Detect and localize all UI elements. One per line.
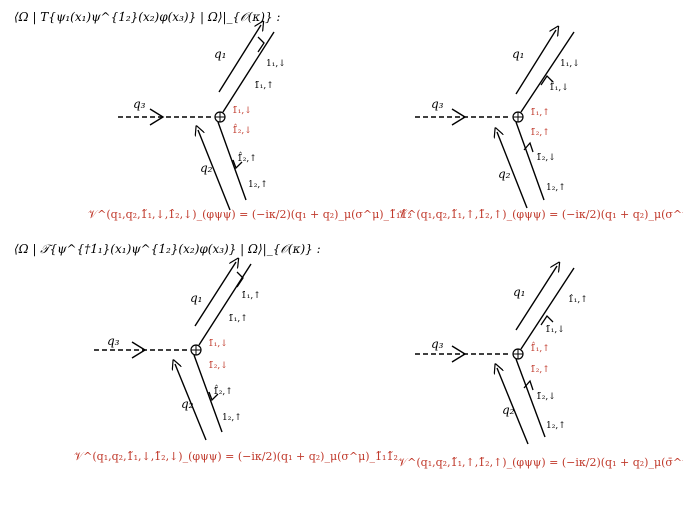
index-bot-a: 1̃̂₂,↑ (237, 151, 257, 164)
index-bot-b: 1₂,↑ (546, 421, 566, 431)
vertex-formula: 𝒱^(q₁,q₂,1̃₁,↓,1̃₂,↓)_(φψψ) = (−iκ/2)(q₁… (74, 450, 398, 463)
label-q3: q₃ (431, 337, 444, 351)
index-mid-b: 1̃̂₂,↓ (232, 123, 252, 136)
momentum-arrow-q2 (198, 130, 231, 211)
header-bottom: ⟨Ω | 𝒯{ψ^{†1̇₁}(x₁)ψ^{1̇₂}(x₂)φ(x₃)} | Ω… (14, 242, 321, 256)
index-bot-b: 1₂,↑ (222, 413, 242, 423)
index-mid-b: 1̃₂,↓ (208, 360, 228, 371)
index-bot-a: 1̃₂,↓ (536, 152, 556, 163)
index-mid-a: 1̃₁,↓ (232, 105, 252, 116)
index-bot-b: 1₂,↑ (546, 183, 566, 193)
vertex-formula: 𝒱^(q₁,q₂,1̃₁,↑,1̃₂,↑)_(φψψ) = (−iκ/2)(q₁… (398, 456, 683, 469)
label-q3: q₃ (107, 334, 120, 348)
label-q3: q₃ (431, 97, 444, 111)
index-top-a: 1₁,↓ (560, 59, 580, 69)
index-mid-a: 1̃̂₁,↑ (530, 341, 550, 354)
index-mid-a: 1̃₁,↓ (208, 338, 228, 349)
fermion-line-bottom (515, 121, 545, 201)
index-top-a: 1̇₁,↑ (241, 291, 261, 301)
vertex-formula: 𝒱^(q₁,q₂,1̃₁,↑,1̃₂,↑)_(φψψ) = (−iκ/2)(q₁… (398, 208, 683, 221)
scalar-arrow-icon (149, 108, 165, 126)
fermion-line-top (198, 263, 252, 346)
fermion-line-bottom (217, 121, 247, 201)
fermion-line-top (520, 267, 575, 350)
index-top-b: 1̃̂₁,↓ (549, 80, 569, 93)
index-top-a: 1̂₁,↑ (568, 294, 588, 305)
label-q1: q₁ (512, 47, 525, 61)
label-q1: q₁ (214, 47, 227, 61)
scalar-arrow-icon (131, 341, 147, 359)
index-bot-b: 1₂,↑ (248, 180, 268, 190)
fermion-line-top (222, 31, 275, 113)
label-q1: q₁ (513, 285, 526, 299)
index-bot-a: 1̃̂₂,↑ (213, 384, 233, 397)
vertex-formula: 𝒱^(q₁,q₂,1̃₁,↓,1̂₂,↓)_(φψψ) = (−iκ/2)(q₁… (88, 208, 412, 221)
label-q3: q₃ (133, 97, 146, 111)
momentum-arrow-q2 (497, 132, 528, 209)
diagram-3: q₁ q₃ q₂ 1̂₁,↑ 1̃₁,↓ 1̃̂₁,↑ 1̃₂,↑ 1̃₂,↓ … (398, 266, 683, 469)
index-bot-a: 1̃₂,↓ (536, 391, 556, 402)
index-mid-b: 1̃₂,↑ (530, 127, 550, 138)
index-top-b: 1̃₁,↑ (228, 313, 248, 324)
momentum-arrow-q1 (194, 262, 236, 327)
scalar-arrow-icon (451, 345, 467, 363)
scalar-arrow-icon (451, 108, 467, 126)
fermion-line-bottom (515, 358, 546, 438)
momentum-arrow-q2 (175, 364, 207, 441)
momentum-arrow-q1 (218, 25, 261, 93)
index-top-b: 1̃₁,↓ (545, 324, 565, 335)
diagram-1: q₁ q₃ q₂ 1₁,↓ 1̃̂₁,↓ 1̃₁,↑ 1̃₂,↑ 1̃₂,↓ 1… (398, 30, 683, 221)
momentum-arrow-q1 (515, 30, 556, 95)
label-q2: q₂ (200, 161, 213, 175)
label-q2: q₂ (502, 403, 515, 417)
fermion-line-top (520, 31, 575, 113)
index-mid-b: 1̃₂,↑ (530, 364, 550, 375)
momentum-arrow-q2 (497, 368, 529, 445)
index-top-b: 1̃₁,↑ (254, 80, 274, 91)
header-top: ⟨Ω | T{ψ₁(x₁)ψ^{1̇₂}(x₂)φ(x₃)} | Ω⟩|_{𝒪(… (14, 10, 281, 24)
label-q2: q₂ (498, 167, 511, 181)
momentum-arrow-q1 (515, 266, 557, 331)
fermion-line-bottom (193, 354, 223, 433)
index-mid-a: 1̃₁,↑ (530, 107, 550, 118)
label-q1: q₁ (190, 291, 203, 305)
diagram-0: q₁ q₃ q₂ 1₁,↓ 1̃₁,↑ 1̃₁,↓ 1̃̂₂,↓ 1̃̂₂,↑ … (88, 25, 412, 221)
diagram-2: q₁ q₃ q₂ 1̇₁,↑ 1̃₁,↑ 1̃₁,↓ 1̃₂,↓ 1̃̂₂,↑ … (74, 262, 398, 463)
label-q2: q₂ (181, 397, 194, 411)
index-top-a: 1₁,↓ (266, 59, 286, 69)
